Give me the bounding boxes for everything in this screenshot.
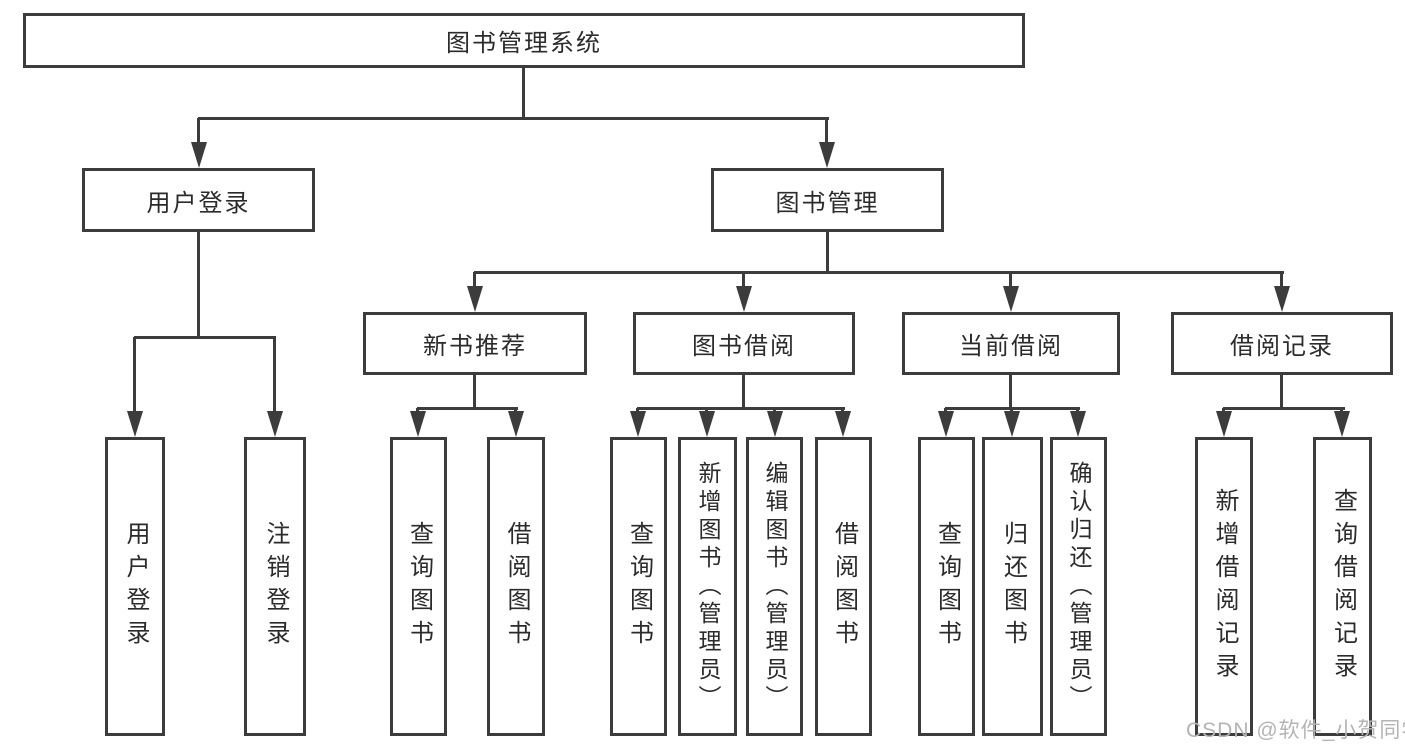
arrow-down-icon bbox=[938, 408, 954, 437]
arrow-down-icon bbox=[736, 272, 752, 312]
leaf-borrow-books: 借阅图书 bbox=[815, 437, 872, 736]
node-label: 图书管理 bbox=[775, 189, 880, 217]
arrow-down-icon bbox=[1070, 408, 1086, 437]
leaf-label: 新增借阅记录 bbox=[1211, 487, 1238, 686]
leaf-label: 查询图书 bbox=[405, 520, 433, 653]
arrow-down-icon bbox=[410, 408, 426, 437]
leaf-label: 借阅图书 bbox=[503, 520, 530, 653]
node-book-borrowing: 图书借阅 bbox=[633, 312, 855, 375]
leaf-label: 借阅图书 bbox=[830, 520, 858, 653]
connector-line bbox=[198, 117, 829, 120]
arrow-down-icon bbox=[127, 337, 143, 437]
arrow-down-icon bbox=[699, 408, 715, 437]
leaf-query-books-recommendation: 查询图书 bbox=[390, 437, 447, 736]
node-label: 当前借阅 bbox=[959, 333, 1063, 360]
leaf-add-books-admin: 新增图书（管理员） bbox=[678, 437, 737, 736]
leaf-return-books: 归还图书 bbox=[982, 437, 1043, 736]
connector-line bbox=[637, 407, 845, 410]
leaf-label: 查询借阅记录 bbox=[1329, 487, 1357, 686]
connector-line bbox=[522, 68, 525, 118]
leaf-user-login: 用户登录 bbox=[105, 437, 165, 736]
node-borrowing-records: 借阅记录 bbox=[1171, 312, 1393, 375]
arrow-down-icon bbox=[1274, 272, 1290, 312]
leaf-add-borrow-record: 新增借阅记录 bbox=[1195, 437, 1253, 736]
connector-line bbox=[1280, 375, 1283, 408]
leaf-label: 注销登录 bbox=[262, 520, 289, 653]
leaf-label: 确认归还（管理员） bbox=[1066, 460, 1092, 713]
node-new-book-recommendation: 新书推荐 bbox=[363, 312, 587, 375]
arrow-down-icon bbox=[191, 118, 207, 168]
node-current-borrowing: 当前借阅 bbox=[902, 312, 1120, 375]
leaf-query-books-borrowing: 查询图书 bbox=[610, 437, 667, 736]
node-label: 图书管理系统 bbox=[446, 30, 602, 57]
connector-line bbox=[134, 336, 276, 339]
arrow-down-icon bbox=[1003, 272, 1019, 312]
leaf-query-books-current: 查询图书 bbox=[918, 437, 975, 736]
arrow-down-icon bbox=[819, 118, 835, 168]
connector-line bbox=[1009, 375, 1012, 408]
arrow-down-icon bbox=[267, 337, 283, 437]
arrow-down-icon bbox=[467, 272, 483, 312]
leaf-logout: 注销登录 bbox=[244, 437, 306, 736]
arrow-down-icon bbox=[1334, 408, 1350, 437]
leaf-label: 新增图书（管理员） bbox=[695, 460, 721, 713]
leaf-label: 查询图书 bbox=[625, 520, 653, 653]
arrow-down-icon bbox=[767, 408, 783, 437]
leaf-label: 编辑图书（管理员） bbox=[762, 460, 788, 713]
arrow-down-icon bbox=[630, 408, 646, 437]
node-book-management: 图书管理 bbox=[711, 168, 944, 232]
connector-line bbox=[474, 271, 1284, 274]
leaf-borrow-books-recommendation: 借阅图书 bbox=[487, 437, 545, 736]
node-label: 图书借阅 bbox=[692, 333, 796, 360]
leaf-confirm-return-admin: 确认归还（管理员） bbox=[1050, 437, 1107, 736]
leaf-label: 查询图书 bbox=[933, 520, 961, 653]
node-label: 用户登录 bbox=[146, 189, 251, 217]
arrow-down-icon bbox=[1216, 408, 1232, 437]
leaf-label: 用户登录 bbox=[122, 520, 149, 653]
connector-line bbox=[742, 375, 745, 408]
connector-line bbox=[826, 232, 829, 272]
csdn-watermark: CSDN @软件_小贺同学 bbox=[1186, 719, 1405, 742]
node-label: 借阅记录 bbox=[1230, 333, 1334, 360]
leaf-label: 归还图书 bbox=[999, 520, 1027, 653]
connector-line bbox=[473, 375, 476, 408]
arrow-down-icon bbox=[508, 408, 524, 437]
leaf-edit-books-admin: 编辑图书（管理员） bbox=[746, 437, 803, 736]
node-label: 新书推荐 bbox=[423, 333, 527, 360]
connector-line bbox=[417, 407, 518, 410]
connector-line bbox=[1223, 407, 1345, 410]
arrow-down-icon bbox=[835, 408, 851, 437]
arrow-down-icon bbox=[1004, 408, 1020, 437]
node-user-login: 用户登录 bbox=[82, 168, 315, 232]
connector-line bbox=[197, 232, 200, 337]
leaf-query-borrow-record: 查询借阅记录 bbox=[1313, 437, 1372, 736]
node-library-management-system: 图书管理系统 bbox=[23, 13, 1025, 68]
